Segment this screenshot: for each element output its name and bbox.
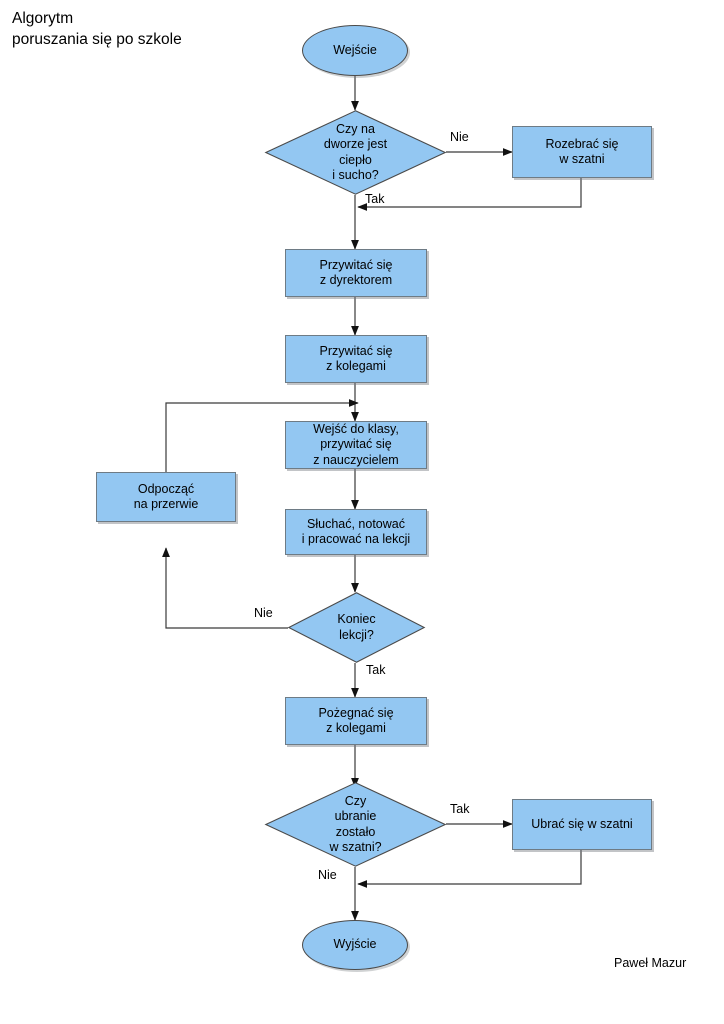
node-decision-cloakroom-label: Czy ubranie zostało w szatni? bbox=[329, 793, 382, 855]
node-greet-director-label: Przywitać się z dyrektorem bbox=[319, 257, 393, 288]
edge-label-weather-no: Nie bbox=[450, 130, 469, 144]
diamond-shape-end-lesson bbox=[287, 592, 426, 663]
node-decision-end-lesson[interactable]: Koniec lekcji? bbox=[287, 592, 426, 663]
node-enter-class[interactable]: Wejść do klasy, przywitać się z nauczyci… bbox=[285, 421, 427, 469]
edge-lesson-no bbox=[162, 547, 288, 629]
diamond-shape-cloakroom bbox=[264, 782, 447, 867]
node-listen[interactable]: Słuchać, notować i pracować na lekcji bbox=[285, 509, 427, 555]
edge-label-lesson-yes: Tak bbox=[366, 663, 386, 677]
node-dress[interactable]: Ubrać się w szatni bbox=[512, 799, 652, 850]
edge-label-lesson-no: Nie bbox=[254, 606, 273, 620]
node-dress-label: Ubrać się w szatni bbox=[531, 816, 633, 831]
node-greet-friends[interactable]: Przywitać się z kolegami bbox=[285, 335, 427, 383]
node-end-label: Wyjście bbox=[333, 937, 377, 952]
node-undress[interactable]: Rozebrać się w szatni bbox=[512, 126, 652, 178]
node-decision-weather-label: Czy na dworze jest ciepło i sucho? bbox=[323, 121, 388, 183]
node-rest[interactable]: Odpocząć na przerwie bbox=[96, 472, 236, 522]
edge-dress-return bbox=[357, 850, 582, 888]
node-decision-cloakroom[interactable]: Czy ubranie zostało w szatni? bbox=[264, 782, 447, 867]
node-start-label: Wejście bbox=[333, 42, 377, 57]
edge-label-cloakroom-no: Nie bbox=[318, 868, 337, 882]
page-title: Algorytm poruszania się po szkole bbox=[12, 10, 182, 48]
node-greet-friends-label: Przywitać się z kolegami bbox=[319, 343, 393, 374]
node-farewell-label: Pożegnać się z kolegami bbox=[318, 705, 394, 736]
node-listen-label: Słuchać, notować i pracować na lekcji bbox=[301, 516, 411, 547]
node-decision-end-lesson-label: Koniec lekcji? bbox=[337, 612, 376, 642]
edge-undress-return bbox=[357, 178, 582, 211]
node-start[interactable]: Wejście bbox=[302, 25, 408, 76]
node-greet-director[interactable]: Przywitać się z dyrektorem bbox=[285, 249, 427, 297]
node-enter-class-label: Wejść do klasy, przywitać się z nauczyci… bbox=[313, 421, 399, 467]
author-credit: Paweł Mazur bbox=[614, 956, 687, 970]
diamond-shape-weather bbox=[264, 110, 447, 195]
edge-label-cloakroom-yes: Tak bbox=[450, 802, 470, 816]
node-farewell[interactable]: Pożegnać się z kolegami bbox=[285, 697, 427, 745]
node-end[interactable]: Wyjście bbox=[302, 920, 408, 970]
node-undress-label: Rozebrać się w szatni bbox=[545, 136, 619, 167]
node-rest-label: Odpocząć na przerwie bbox=[133, 481, 199, 512]
edge-label-weather-yes: Tak bbox=[365, 192, 385, 206]
node-decision-weather[interactable]: Czy na dworze jest ciepło i sucho? bbox=[264, 110, 447, 195]
edge-rest-return bbox=[165, 399, 359, 472]
